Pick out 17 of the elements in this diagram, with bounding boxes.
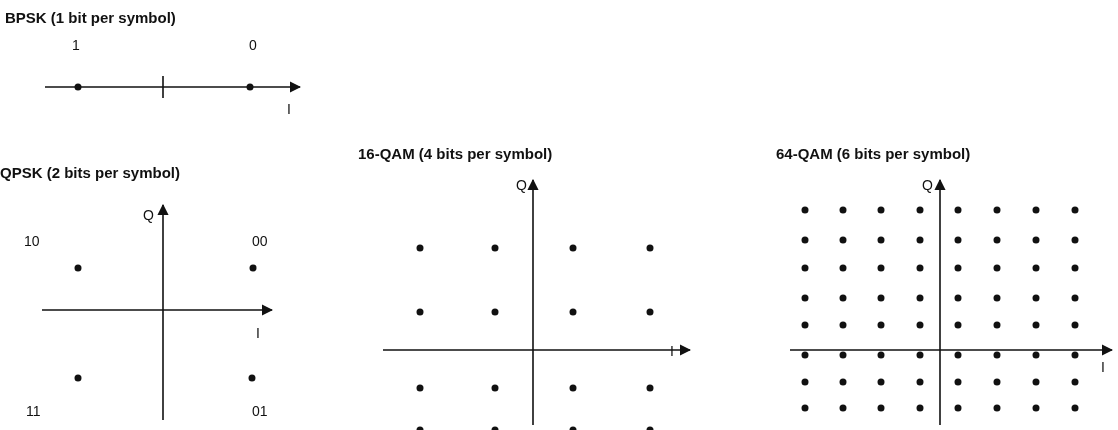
bit-label: 01	[252, 404, 268, 418]
bit-label: 00	[252, 234, 268, 248]
bit-label: 1	[72, 38, 80, 52]
axis-label: I	[287, 102, 291, 116]
bit-label: 11	[26, 404, 41, 418]
chart-title: 16-QAM (4 bits per symbol)	[358, 146, 553, 161]
axis-label: Q	[143, 208, 154, 222]
axis-label: Q	[922, 178, 933, 192]
axis-label: I	[670, 344, 674, 358]
chart-title: BPSK (1 bit per symbol)	[5, 10, 176, 25]
axis-label: I	[256, 326, 260, 340]
chart-title: 64-QAM (6 bits per symbol)	[776, 146, 971, 161]
axis-label: I	[1101, 360, 1105, 374]
bit-label: 10	[24, 234, 40, 248]
chart-title: QPSK (2 bits per symbol)	[0, 165, 181, 180]
bit-label: 0	[249, 38, 257, 52]
axis-label: Q	[516, 178, 527, 192]
